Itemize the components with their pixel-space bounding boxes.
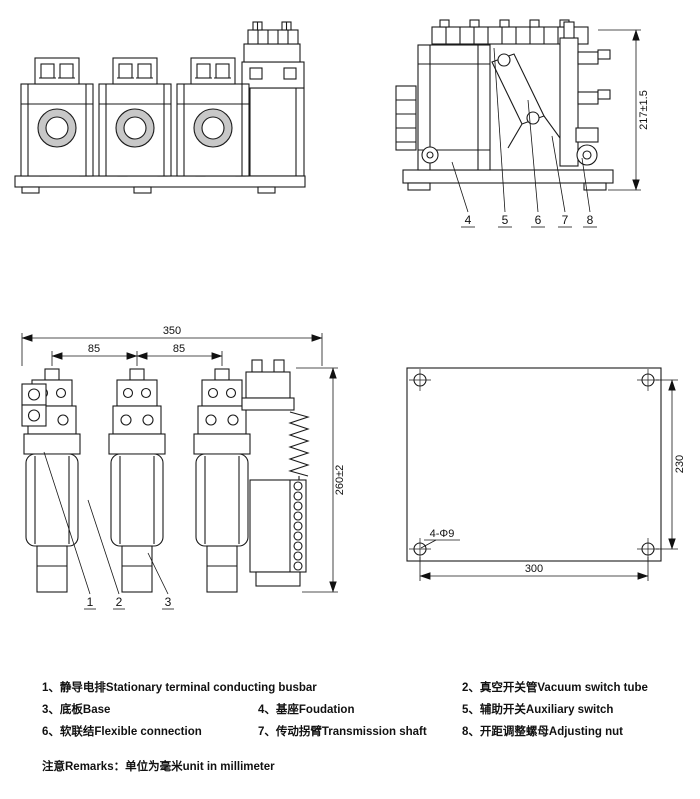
pole — [193, 368, 251, 593]
front-view — [14, 21, 306, 194]
legend-item-4: 4、基座Foudation — [258, 704, 355, 716]
part-label-7: 7 — [562, 213, 569, 227]
holes-callout: 4-Φ9 — [420, 528, 460, 549]
dim-pole-pitch: 85 85 — [51, 343, 223, 366]
part-callouts-side: 4 5 6 7 8 — [451, 47, 597, 228]
terminal-strip — [431, 19, 589, 45]
dim-text-217: 217±1.5 — [638, 90, 650, 130]
dim-text-300: 300 — [525, 563, 543, 575]
holes-label: 4-Φ9 — [430, 528, 455, 540]
legend-remarks: 注意Remarks：单位为毫米unit in millimeter — [42, 761, 275, 773]
dim-text-85-left: 85 — [88, 343, 100, 355]
part-label-5: 5 — [502, 213, 509, 227]
legend-item-2: 2、真空开关管Vacuum switch tube — [462, 682, 648, 694]
dim-text-85-right: 85 — [173, 343, 185, 355]
side-view: 217±1.5 4 5 6 7 8 — [395, 19, 650, 228]
part-label-1: 1 — [87, 595, 94, 609]
pole — [176, 57, 250, 177]
part-label-2: 2 — [116, 595, 123, 609]
dim-width-300: 300 — [419, 557, 649, 581]
pole — [20, 57, 94, 177]
main-column — [417, 44, 491, 171]
dim-width-350: 350 — [21, 325, 323, 366]
part-callouts-front: 1 2 3 — [43, 451, 174, 610]
pole — [23, 368, 81, 593]
part-label-3: 3 — [165, 595, 172, 609]
technical-drawing: 217±1.5 4 5 6 7 8 — [14, 19, 686, 610]
stationary-busbar — [21, 383, 47, 427]
part-label-6: 6 — [535, 213, 542, 227]
linkage-arm — [491, 53, 561, 149]
spring — [288, 411, 310, 477]
mechanism-housing — [241, 21, 305, 177]
legend-item-8: 8、开距调整螺母Adjusting nut — [462, 726, 623, 738]
mounting-hole — [409, 538, 431, 560]
mounting-hole — [409, 369, 431, 391]
legend-item-6: 6、软联结Flexible connection — [42, 726, 202, 738]
legend-item-5: 5、辅助开关Auxiliary switch — [462, 704, 614, 716]
dim-text-230: 230 — [674, 455, 686, 473]
legend-item-7: 7、传动拐臂Transmission shaft — [258, 726, 427, 738]
front-view-dimensioned: 350 85 85 260±2 1 2 3 — [21, 325, 346, 610]
part-label-4: 4 — [465, 213, 472, 227]
legend-item-3: 3、底板Base — [42, 704, 111, 716]
base-plate — [402, 169, 614, 191]
mounting-hole — [637, 538, 659, 560]
dim-height-217: 217±1.5 — [598, 29, 650, 191]
pole — [108, 368, 166, 593]
coil-block — [395, 85, 417, 151]
legend-item-1: 1、静导电排Stationary terminal conducting bus… — [42, 682, 317, 694]
dim-text-260: 260±2 — [334, 465, 346, 496]
vacuum-tube — [110, 453, 164, 547]
part-label-8: 8 — [587, 213, 594, 227]
dim-height-260: 260±2 — [296, 367, 346, 593]
operating-mechanism — [241, 359, 310, 587]
pole — [98, 57, 172, 177]
mounting-hole — [637, 369, 659, 391]
dim-text-350: 350 — [163, 325, 181, 337]
mounting-view: 230 300 4-Φ9 — [406, 367, 686, 581]
vacuum-tube — [195, 453, 249, 547]
mounting-outline — [406, 367, 662, 562]
dim-height-230: 230 — [656, 379, 686, 550]
